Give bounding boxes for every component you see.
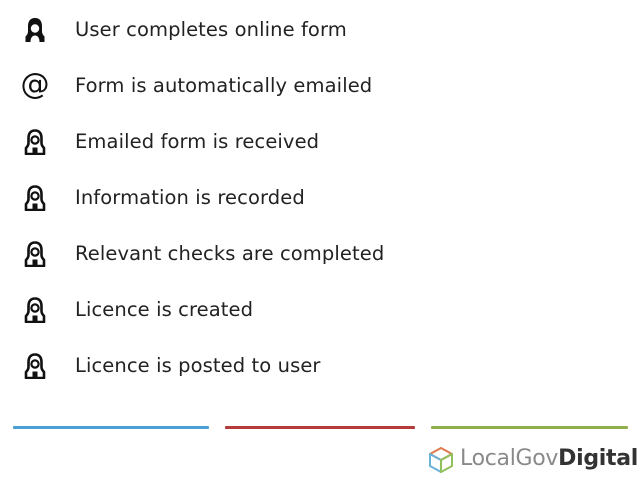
step-5: Relevant checks are completed: [0, 234, 640, 274]
localgov-digital-logo: LocalGovDigital: [428, 442, 638, 476]
step-4: Information is recorded: [0, 178, 640, 218]
person-outline-icon: [21, 352, 49, 380]
logo-wordmark: LocalGovDigital: [460, 442, 638, 476]
step-label: Licence is posted to user: [75, 354, 321, 377]
step-3: Emailed form is received: [0, 122, 640, 162]
logo-text-dark: Digital: [558, 446, 639, 471]
person-outline-icon: [21, 128, 49, 156]
step-7: Licence is posted to user: [0, 346, 640, 386]
step-6: Licence is created: [0, 290, 640, 330]
person-outline-icon: [21, 240, 49, 268]
step-1: User completes online form: [0, 10, 640, 50]
divider-red: [225, 426, 415, 429]
person-filled-icon: [21, 16, 49, 44]
divider-blue: [13, 426, 209, 429]
step-label: Form is automatically emailed: [75, 74, 373, 97]
person-outline-icon: [21, 184, 49, 212]
step-2: @ Form is automatically emailed: [0, 66, 640, 106]
step-label: Emailed form is received: [75, 130, 320, 153]
person-outline-icon: [21, 296, 49, 324]
divider-green: [431, 426, 628, 429]
process-steps: User completes online form @ Form is aut…: [0, 10, 640, 386]
step-label: Licence is created: [75, 298, 254, 321]
logo-text-light: LocalGov: [460, 446, 559, 471]
cube-icon: [429, 447, 453, 473]
step-label: Information is recorded: [75, 186, 305, 209]
at-sign-glyph: @: [20, 67, 50, 101]
step-label: Relevant checks are completed: [75, 242, 385, 265]
step-label: User completes online form: [75, 18, 347, 41]
at-sign-icon: @: [20, 67, 50, 101]
